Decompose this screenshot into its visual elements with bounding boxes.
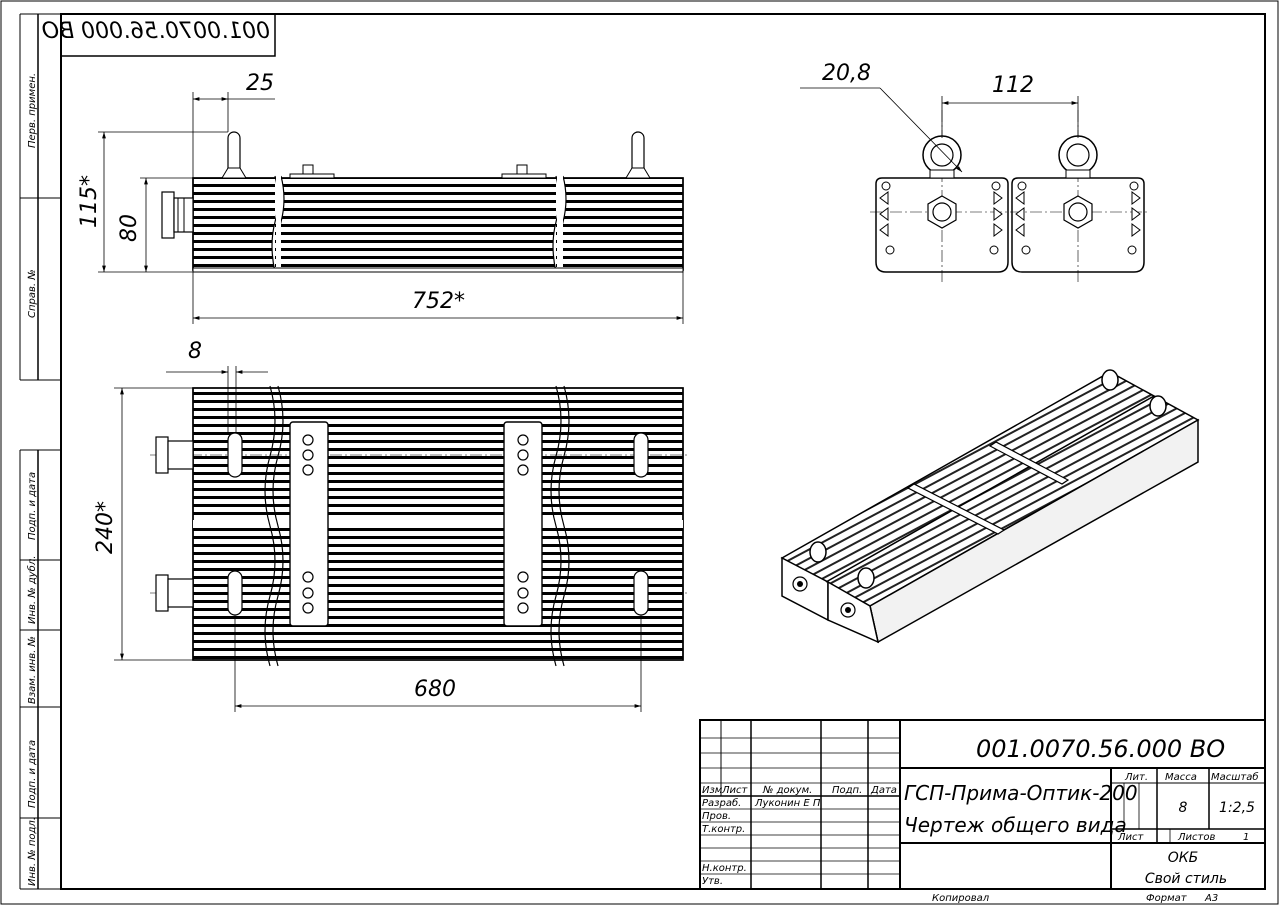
dim-end-spacing: 112 (992, 73, 1034, 98)
side-inv-no-dubl: Инв. № дубл. (26, 556, 38, 624)
side-podp-data-2: Подп. и дата (27, 740, 38, 808)
end-view (870, 110, 1150, 282)
isometric-view (780, 369, 1200, 644)
dim-front-overall-length: 752* (412, 289, 465, 314)
dim-plan-mount-spacing: 680 (414, 677, 456, 702)
header-lit: Лит. (1124, 772, 1148, 783)
title-block-text: 001.0070.56.000 ВО ГСП-Прима-Оптик-200 Ч… (702, 735, 1259, 904)
header-massa: Масса (1165, 772, 1197, 783)
header-list: Лист (721, 785, 749, 796)
side-perv-primen: Перв. примен. (27, 73, 38, 148)
front-dimensions: 25 115* 80 752* (77, 71, 684, 324)
title-document-title: Чертеж общего вида (904, 813, 1127, 837)
role-n-kontr: Н.контр. (702, 863, 747, 874)
format-label: Формат (1146, 893, 1188, 904)
dim-front-body-height: 80 (117, 214, 142, 242)
header-masshtab: Масштаб (1211, 771, 1259, 783)
role-razrab: Разраб. (702, 797, 741, 809)
title-company-line1: ОКБ (1168, 850, 1199, 866)
plan-view (150, 385, 690, 667)
title-block (699, 719, 1266, 890)
dim-end-eyebolt: 20,8 (822, 61, 871, 86)
end-dimensions: 112 20,8 (800, 61, 1079, 173)
title-product-name: ГСП-Прима-Оптик-200 (904, 781, 1138, 805)
side-sprav-no: Справ. № (27, 269, 38, 318)
sheets-label: Листов (1177, 832, 1215, 843)
header-podp: Подп. (832, 785, 862, 796)
dim-front-offset: 25 (246, 71, 274, 96)
side-strip: Перв. примен. Справ. № Подп. и дата Инв.… (19, 13, 61, 890)
role-prov: Пров. (702, 811, 731, 822)
sheets-total: 1 (1243, 832, 1249, 843)
copied-label: Копировал (932, 893, 990, 904)
mass-value: 8 (1179, 800, 1188, 816)
header-data: Дата (870, 785, 897, 796)
rotated-drawing-code: 001.0070.56.000 ВО (42, 19, 270, 44)
scale-value: 1:2,5 (1219, 800, 1255, 816)
header-no-dokum: № докум. (762, 785, 812, 796)
dim-plan-width: 240* (93, 501, 118, 554)
side-inv-no-podl: Инв. № подл. (27, 817, 38, 886)
dim-plan-offset: 8 (188, 339, 202, 364)
sheet-label: Лист (1117, 832, 1145, 843)
rotated-code-box: 001.0070.56.000 ВО (42, 13, 276, 57)
title-drawing-code: 001.0070.56.000 ВО (976, 735, 1225, 763)
front-view (161, 131, 684, 273)
header-izm: Изм (702, 785, 723, 796)
side-vzam-inv-no: Взам. инв. № (27, 636, 38, 704)
role-utv: Утв. (702, 876, 723, 887)
developer-name: Луконин Е П (754, 798, 821, 809)
title-company-line2: Свой стиль (1145, 871, 1227, 887)
role-t-kontr: Т.контр. (702, 824, 745, 835)
sheet-frame (60, 13, 1266, 890)
dim-front-overall-height: 115* (77, 175, 102, 228)
side-podp-data-1: Подп. и дата (27, 472, 38, 540)
format-value: А3 (1204, 893, 1218, 904)
plan-dimensions: 8 240* 680 (93, 339, 642, 712)
